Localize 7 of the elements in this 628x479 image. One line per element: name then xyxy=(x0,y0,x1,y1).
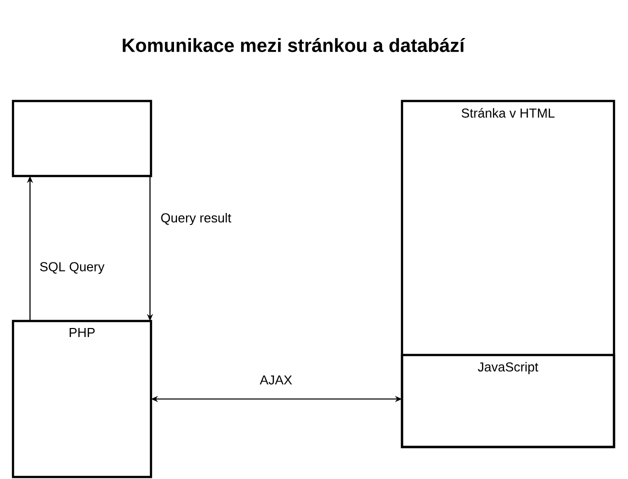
empty-box xyxy=(12,100,152,178)
edge-label: SQL Query xyxy=(40,262,104,274)
process-box: PHP xyxy=(12,320,152,478)
edge-label: AJAX xyxy=(260,375,292,385)
title: Komunikace mezi stránkou a databází xyxy=(122,38,466,52)
edge-label: Query result xyxy=(161,212,232,226)
section-box: JavaScript xyxy=(400,354,616,448)
